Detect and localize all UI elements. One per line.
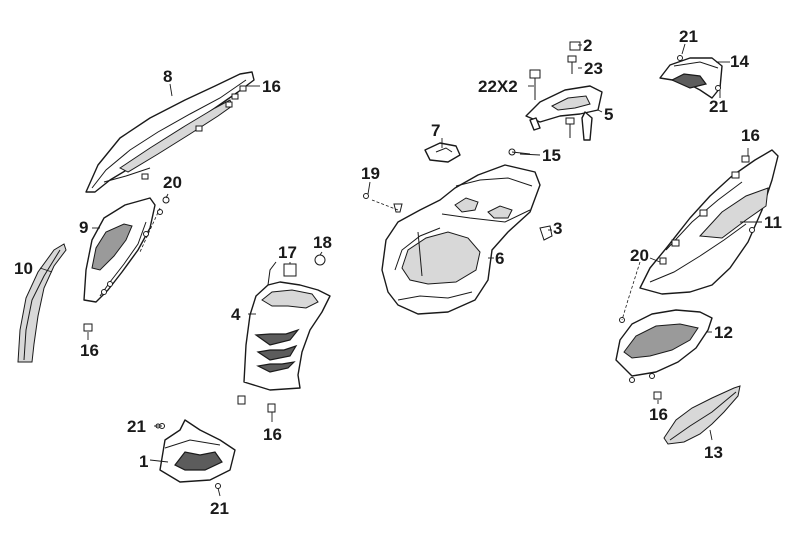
callout-7: 7 <box>431 121 440 140</box>
callout-13: 13 <box>704 443 723 462</box>
callout-labels: 1 2 3 4 5 6 7 8 9 10 11 12 13 14 15 16 1… <box>14 27 782 518</box>
part-5-rear-carrier <box>525 41 603 141</box>
callout-15: 15 <box>542 146 561 165</box>
callout-16-c: 16 <box>263 425 282 444</box>
callout-11: 11 <box>764 213 782 232</box>
callout-16-e: 16 <box>741 126 760 145</box>
callout-9: 9 <box>79 218 88 237</box>
part-8-rear-top-cover <box>85 71 255 193</box>
part-9-left-side-panel <box>83 197 163 332</box>
callout-14: 14 <box>730 52 749 71</box>
callout-23: 23 <box>584 59 603 78</box>
callout-8: 8 <box>163 67 172 86</box>
callout-16-a: 16 <box>262 77 281 96</box>
callout-16-b: 16 <box>80 341 99 360</box>
callout-16-d: 16 <box>649 405 668 424</box>
callout-21-c: 21 <box>679 27 698 46</box>
callout-19: 19 <box>361 164 380 183</box>
callout-10: 10 <box>14 259 33 278</box>
part-12-right-grille-panel <box>615 309 713 400</box>
callout-20-a: 20 <box>163 173 182 192</box>
callout-21-a: 21 <box>127 417 146 436</box>
part-11-right-side-cover <box>639 149 779 295</box>
part-4-front-inner-panel <box>237 254 331 413</box>
callout-5: 5 <box>604 105 613 124</box>
callout-6: 6 <box>495 249 504 268</box>
callout-18: 18 <box>313 233 332 252</box>
part-1-floor-panel <box>159 419 236 489</box>
callout-17: 17 <box>278 243 297 262</box>
part-7-small-lid <box>424 142 461 163</box>
callout-4: 4 <box>231 305 241 324</box>
callout-2: 2 <box>583 36 592 55</box>
callout-21-d: 21 <box>709 97 728 116</box>
part-13-right-strip <box>663 385 741 445</box>
callout-1: 1 <box>139 452 148 471</box>
callout-22x2: 22X2 <box>478 77 518 96</box>
callout-12: 12 <box>714 323 733 342</box>
callout-3: 3 <box>553 219 562 238</box>
part-10-side-strip <box>17 243 67 363</box>
part-6-storage-box <box>381 164 541 315</box>
callout-20-b: 20 <box>630 246 649 265</box>
callout-21-b: 21 <box>210 499 229 518</box>
leader-lines <box>39 43 762 497</box>
part-14-tail-piece <box>659 55 723 99</box>
